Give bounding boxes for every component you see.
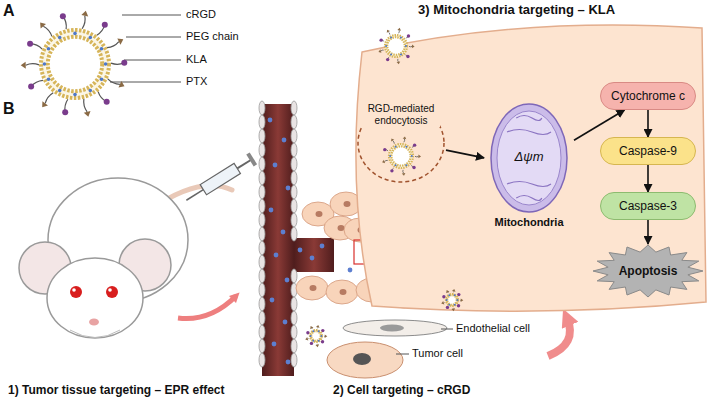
tumor-cell xyxy=(327,342,403,378)
step-title: 3) Mitochondria targeting – KLA xyxy=(418,3,615,18)
liposome xyxy=(305,325,327,347)
flow-arrow xyxy=(178,296,236,319)
part-label: PEG chain xyxy=(186,30,239,43)
node-text: Caspase-3 xyxy=(619,199,677,213)
arrow-connector xyxy=(446,150,484,158)
node-text: Cytochrome c xyxy=(611,89,685,103)
endothelial-cell xyxy=(343,320,447,336)
process-pill: Caspase-3 xyxy=(600,192,696,220)
vessel-wall xyxy=(259,101,297,367)
panel-letter: A xyxy=(3,2,15,20)
flow-arrow xyxy=(548,318,570,356)
part-label: KLA xyxy=(186,53,207,66)
tumor-cell-large xyxy=(356,25,706,311)
apoptosis-star: Apoptosis xyxy=(592,244,704,298)
mitochondrion: ΔψmMitochondria xyxy=(484,100,574,234)
step-title: 1) Tumor tissue targeting – EPR effect xyxy=(8,384,225,398)
liposome xyxy=(21,11,128,117)
liposome xyxy=(378,28,414,65)
liposome xyxy=(382,136,421,175)
node-text: Apoptosis xyxy=(619,264,678,278)
shape-outline xyxy=(484,100,574,234)
part-label: Endothelial cell xyxy=(456,322,530,335)
part-label: PTX xyxy=(186,75,207,88)
liposome xyxy=(441,289,463,311)
leader-lines xyxy=(110,15,181,82)
leader-line xyxy=(441,329,453,330)
part-label: Tumor cell xyxy=(412,347,463,360)
mouse xyxy=(19,178,232,338)
panel-letter: B xyxy=(3,100,15,118)
arrow-connector xyxy=(647,220,649,244)
node-text: Mitochondria xyxy=(484,216,574,228)
arrow-connector xyxy=(647,165,649,192)
endocytic-vesicle: RGD-mediated endocytosis xyxy=(356,98,446,184)
node-text: Δψm xyxy=(484,149,574,164)
arrow-connector xyxy=(574,110,625,140)
process-pill: Caspase-9 xyxy=(600,137,696,165)
process-pill: Cytochrome c xyxy=(600,82,696,110)
node-text: Caspase-9 xyxy=(619,144,677,158)
syringe xyxy=(183,152,257,206)
node-text: RGD-mediated endocytosis xyxy=(362,102,440,127)
leader-line xyxy=(396,354,409,355)
part-label: cRGD xyxy=(186,8,216,21)
liposomes xyxy=(21,11,464,347)
step-title: 2) Cell targeting – cRGD xyxy=(333,384,470,398)
arrow-connector xyxy=(647,110,649,137)
